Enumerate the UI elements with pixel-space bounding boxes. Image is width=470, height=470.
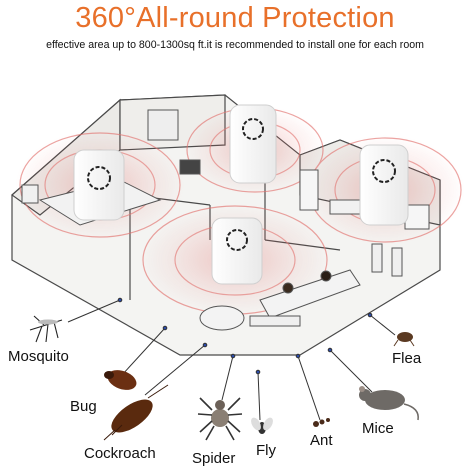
pest-pointer-lines bbox=[67, 297, 396, 421]
fan-icon bbox=[242, 118, 264, 140]
cockroach-icon bbox=[103, 384, 169, 441]
bug-icon bbox=[104, 370, 137, 390]
mosquito-icon bbox=[29, 315, 63, 343]
pest-label-bug: Bug bbox=[70, 398, 97, 415]
fridge bbox=[299, 169, 319, 211]
spider-icon bbox=[197, 397, 243, 441]
mouse-icon bbox=[359, 386, 419, 421]
flea-icon bbox=[393, 332, 415, 347]
armchair bbox=[199, 305, 245, 331]
page-title: 360°All-round Protection bbox=[75, 2, 395, 34]
fly-icon bbox=[251, 417, 273, 434]
washer bbox=[404, 204, 430, 230]
pest-label-mice: Mice bbox=[362, 420, 394, 437]
pest-repeller-devices bbox=[73, 104, 409, 285]
fan-icon bbox=[372, 159, 396, 183]
page-subtitle: effective area up to 800-1300sq ft.it is… bbox=[46, 39, 424, 51]
fan-icon bbox=[87, 166, 111, 190]
sofa bbox=[259, 269, 361, 319]
repeller-device-living bbox=[211, 217, 263, 285]
pest-label-flea: Flea bbox=[392, 350, 422, 367]
pest-label-ant: Ant bbox=[310, 432, 333, 449]
pest-label-mosquito: Mosquito bbox=[8, 348, 69, 365]
ant-icon bbox=[313, 418, 330, 427]
pest-label-fly: Fly bbox=[256, 442, 276, 459]
coffee-table bbox=[249, 315, 301, 327]
bar-stool bbox=[371, 243, 383, 273]
wardrobe bbox=[147, 109, 179, 141]
repeller-device-bedroom bbox=[73, 149, 125, 221]
person-head bbox=[320, 270, 332, 282]
pest-label-spider: Spider bbox=[192, 450, 236, 467]
pest-label-cockroach: Cockroach bbox=[84, 445, 156, 462]
bar-stool bbox=[391, 247, 403, 277]
tv bbox=[179, 159, 201, 175]
fan-icon bbox=[226, 229, 248, 251]
person-head bbox=[282, 282, 294, 294]
nightstand bbox=[21, 184, 39, 204]
repeller-device-kitchen bbox=[359, 144, 409, 226]
repeller-device-hall bbox=[229, 104, 277, 184]
wave-ring bbox=[19, 132, 181, 238]
